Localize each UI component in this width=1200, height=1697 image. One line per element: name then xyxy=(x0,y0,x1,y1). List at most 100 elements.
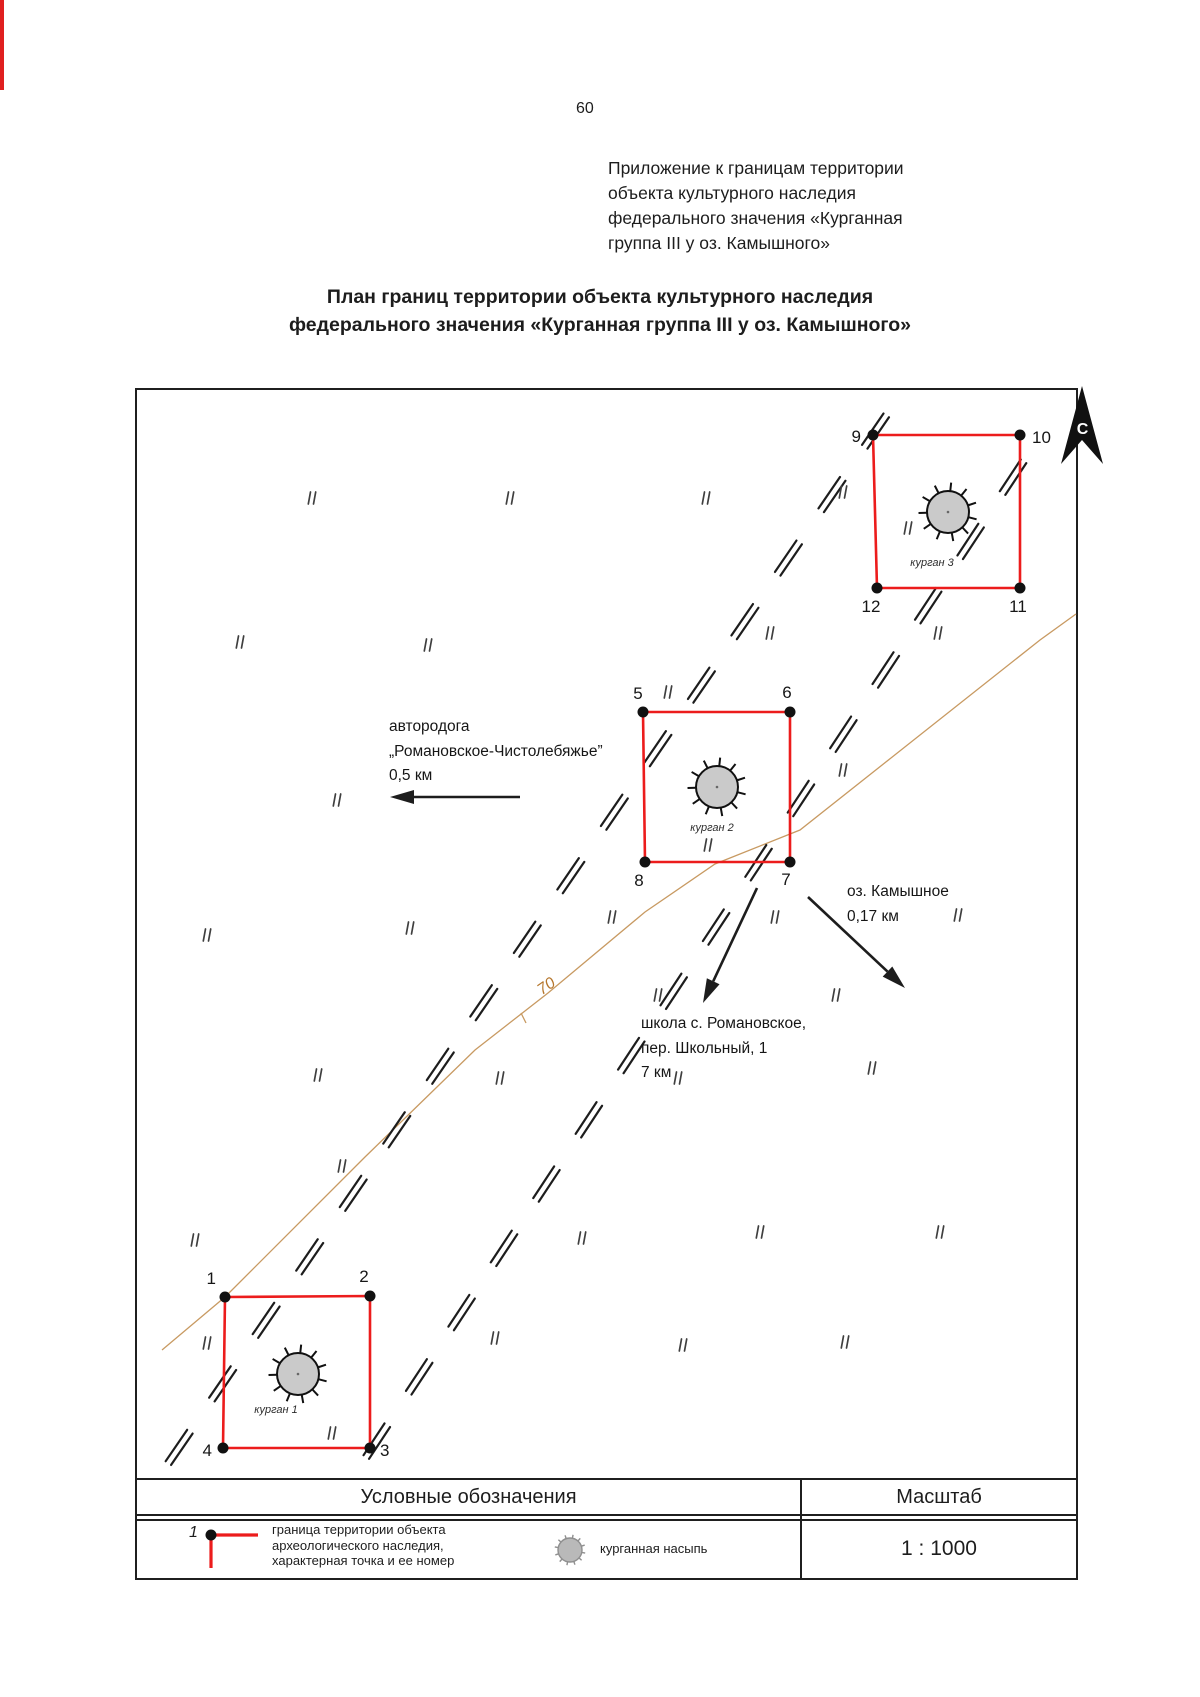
kurgan-mound-tick xyxy=(949,482,953,492)
road-dash xyxy=(664,976,689,1011)
scale-header: Масштаб xyxy=(896,1486,982,1508)
road-dash xyxy=(1004,462,1028,496)
appendix-line: объекта культурного наследия xyxy=(608,183,856,203)
kurgan-mound-tick xyxy=(960,488,968,497)
vegetation-mark xyxy=(663,685,668,699)
lake-label: оз. Камышное 0,17 км xyxy=(847,880,949,929)
vegetation-mark xyxy=(495,1331,500,1345)
vegetation-mark xyxy=(701,491,706,505)
vegetation-mark xyxy=(703,838,708,852)
road-dash xyxy=(701,908,725,943)
road-dash xyxy=(792,783,816,818)
road-dash xyxy=(834,719,858,754)
road-dash xyxy=(913,586,938,621)
lake-direction-arrow-head xyxy=(882,966,905,988)
road-dash xyxy=(643,730,667,764)
vegetation-mark xyxy=(706,491,711,505)
vegetation-mark xyxy=(935,1225,940,1239)
north-arrow-shape xyxy=(1061,386,1103,464)
kurgan-mound-tick xyxy=(704,806,710,815)
legend-mound-tick xyxy=(555,1553,559,1556)
vegetation-mark xyxy=(495,1071,500,1085)
vegetation-mark xyxy=(843,763,848,777)
table-header-separator xyxy=(137,1514,1076,1516)
road-dash xyxy=(692,670,716,704)
table-header-separator-2 xyxy=(137,1519,1076,1521)
road-dash xyxy=(876,654,901,689)
vegetation-mark xyxy=(683,1338,688,1352)
road-label-line: „Романовское-Чистолебяжье” xyxy=(389,742,603,760)
kurgan-mound-tick xyxy=(935,531,941,540)
legend-mound-tick xyxy=(573,1561,576,1565)
road-dash xyxy=(518,924,542,958)
point-number-label: 3 xyxy=(380,1441,389,1460)
road-dash xyxy=(773,539,798,574)
legend-mound-tick xyxy=(564,1535,567,1539)
page-title-line: федерального значения «Курганная группа … xyxy=(288,313,912,336)
vegetation-mark xyxy=(845,1335,850,1349)
vegetation-mark xyxy=(678,1338,683,1352)
vegetation-mark xyxy=(867,1061,872,1075)
vegetation-mark xyxy=(195,1233,200,1247)
kurgan-label: курган 2 xyxy=(690,822,733,834)
vegetation-mark xyxy=(342,1159,347,1173)
legend-mound-tick xyxy=(566,1561,569,1566)
vegetation-mark xyxy=(202,928,207,942)
kurgan-label: курган 1 xyxy=(254,1404,297,1416)
north-letter: С xyxy=(1077,421,1089,438)
vegetation-mark xyxy=(307,491,312,505)
legend-header: Условные обозначения xyxy=(360,1486,577,1508)
vegetation-mark xyxy=(327,1426,332,1440)
kurgan-mound-tick xyxy=(736,776,746,782)
point-number-label: 11 xyxy=(1009,597,1027,616)
boundary-point xyxy=(639,856,651,868)
school-direction-arrow xyxy=(712,887,759,982)
legend-mound-tick xyxy=(581,1551,586,1554)
road-dash xyxy=(431,1051,455,1085)
vegetation-mark xyxy=(235,635,240,649)
vegetation-mark xyxy=(770,910,775,924)
kurgan-mound-tick xyxy=(273,1385,282,1392)
vegetation-mark xyxy=(836,988,841,1002)
road-dash xyxy=(599,793,624,828)
lake-direction-arrow xyxy=(807,896,889,973)
road-dash xyxy=(532,1165,556,1200)
road-dash xyxy=(213,1368,238,1403)
vegetation-mark xyxy=(770,626,775,640)
vegetation-mark xyxy=(612,910,617,924)
vegetation-mark xyxy=(332,1426,337,1440)
vegetation-mark xyxy=(318,1068,323,1082)
vegetation-mark xyxy=(332,793,337,807)
road-dash xyxy=(574,1101,598,1135)
kurgan-mound-tick xyxy=(310,1350,318,1359)
kurgan-mound-tick xyxy=(730,801,738,810)
boundary-symbol-point xyxy=(205,1529,217,1541)
school-label: школа с. Романовское, пер. Школьный, 1 7… xyxy=(641,1012,806,1086)
road-dash xyxy=(961,526,985,561)
road-dash xyxy=(686,666,711,701)
vegetation-mark xyxy=(577,1231,582,1245)
kurgan-label: курган 3 xyxy=(910,557,954,569)
contour-slope-tick xyxy=(520,1012,527,1024)
legend-mound-tick xyxy=(578,1557,583,1561)
appendix-line: группа III у оз. Камышного» xyxy=(608,233,830,253)
kurgan-mound-tick xyxy=(968,516,977,521)
page-title: План границ территории объекта культурно… xyxy=(0,284,1200,339)
vegetation-mark xyxy=(405,921,410,935)
boundary-point xyxy=(219,1291,231,1303)
road-dash xyxy=(730,602,755,637)
vegetation-mark xyxy=(653,988,658,1002)
road-dash xyxy=(512,920,537,955)
kurgan-mound-tick xyxy=(317,1363,327,1369)
appendix-line: федерального значения «Курганная xyxy=(608,208,903,228)
road-dash xyxy=(829,715,853,750)
road-dash xyxy=(866,416,891,450)
page-number: 60 xyxy=(576,100,594,117)
vegetation-mark xyxy=(843,485,848,499)
road-dash xyxy=(707,911,731,946)
scale-value: 1 : 1000 xyxy=(901,1537,977,1560)
kurgan-mound-tick xyxy=(950,532,955,542)
road-dash xyxy=(410,1361,434,1396)
